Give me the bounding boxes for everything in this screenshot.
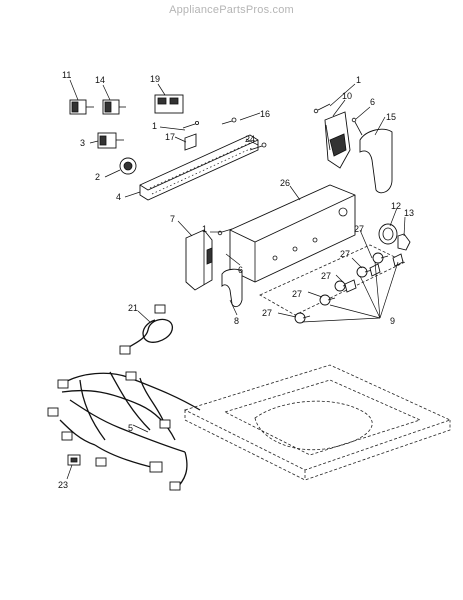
watermark: AppliancePartsPros.com — [169, 4, 294, 16]
callout-15: 15 — [386, 112, 396, 122]
callout-1b: 1 — [356, 75, 361, 85]
knob-12 — [378, 223, 398, 245]
knob-switch-2 — [119, 157, 137, 175]
callout-19: 19 — [150, 74, 160, 84]
callout-6b: 6 — [238, 265, 243, 275]
end-cap-8 — [221, 268, 243, 308]
callout-24: 24 — [245, 134, 255, 144]
wiring-harness — [47, 371, 201, 491]
end-cap-15 — [359, 128, 393, 194]
bracket-17 — [184, 133, 197, 151]
callout-10: 10 — [342, 91, 352, 101]
callout-14: 14 — [95, 75, 105, 85]
callout-27b: 27 — [340, 249, 350, 259]
callout-8: 8 — [234, 316, 239, 326]
console-panel — [229, 184, 356, 283]
callout-9: 9 — [390, 316, 395, 326]
leader-lines — [66, 79, 406, 480]
cabinet-top-outline — [183, 364, 452, 481]
end-cap-7 — [185, 229, 213, 291]
callout-3: 3 — [80, 138, 85, 148]
knob-13 — [397, 233, 411, 251]
switch-11 — [69, 99, 94, 115]
callout-5: 5 — [128, 423, 133, 433]
callout-27e: 27 — [262, 308, 272, 318]
callout-12: 12 — [391, 201, 401, 211]
callout-labels: 11 14 19 3 2 4 1 17 16 24 1 10 6 15 26 1… — [58, 70, 414, 490]
screws — [182, 103, 363, 236]
switch-19 — [154, 94, 184, 114]
knob-group-27 — [259, 244, 406, 324]
callout-16: 16 — [260, 109, 270, 119]
callout-27d: 27 — [292, 289, 302, 299]
control-panel-plate — [139, 134, 259, 201]
callout-21: 21 — [128, 303, 138, 313]
switch-3 — [97, 132, 124, 149]
callout-27c: 27 — [321, 271, 331, 281]
callout-27a: 27 — [354, 224, 364, 234]
connector-23 — [67, 454, 81, 466]
wire-21 — [119, 304, 173, 355]
callout-1a: 1 — [152, 121, 157, 131]
callout-11: 11 — [62, 70, 71, 80]
callout-2: 2 — [95, 172, 100, 182]
callout-7: 7 — [170, 214, 175, 224]
callout-13: 13 — [404, 208, 414, 218]
callout-4: 4 — [116, 192, 121, 202]
callout-1c: 1 — [202, 224, 207, 234]
callout-23: 23 — [58, 480, 68, 490]
callout-26: 26 — [280, 178, 290, 188]
switch-14 — [102, 99, 126, 115]
callout-6a: 6 — [370, 97, 375, 107]
callout-17: 17 — [165, 132, 175, 142]
lid-switch-assembly — [324, 111, 351, 169]
